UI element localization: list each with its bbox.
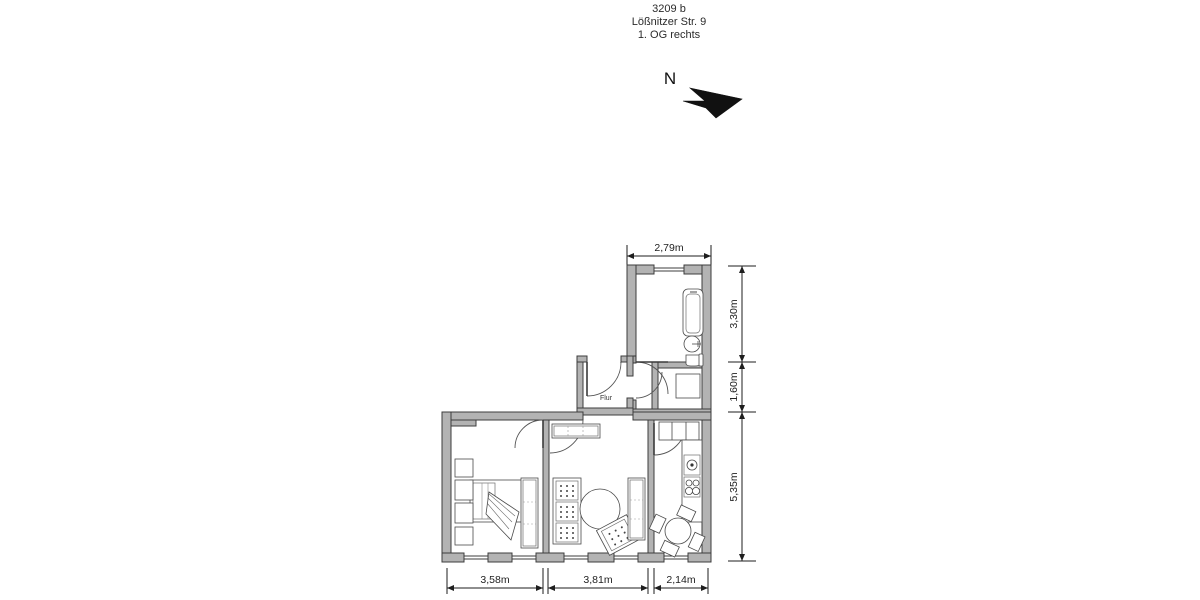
dim-right-535-label: 5,35m bbox=[728, 472, 740, 501]
window-bath-top bbox=[653, 267, 685, 272]
dining-chairs-group bbox=[648, 504, 706, 558]
wall-flur-top-left-jamb bbox=[576, 355, 588, 363]
dim-bottom-358-label: 3,58m bbox=[480, 574, 509, 586]
shelf-right-inner bbox=[629, 479, 644, 539]
nightstand-mid-icon bbox=[454, 479, 474, 501]
washer-box-icon bbox=[675, 373, 701, 399]
header-street: Lößnitzer Str. 9 bbox=[632, 16, 707, 28]
door-arc-flur-north bbox=[586, 361, 622, 397]
sofa-tufting-dots bbox=[560, 485, 574, 539]
bathtub-inner bbox=[685, 293, 701, 334]
chair-top-icon bbox=[676, 504, 697, 523]
dim-right-160-label: 1,60m bbox=[728, 372, 740, 401]
wall-flur-bottom bbox=[576, 407, 634, 416]
nightstand-top-icon bbox=[454, 458, 474, 478]
chair-left-icon bbox=[648, 513, 667, 534]
chair-bottom-icon bbox=[659, 539, 680, 558]
header-plan-id: 3209 b bbox=[652, 3, 686, 15]
wall-flur-right-upper bbox=[626, 355, 634, 377]
room-label-flur: Flur bbox=[600, 395, 613, 402]
window-bottom-3 bbox=[563, 555, 589, 560]
toilet-cistern bbox=[698, 353, 704, 367]
nightstand-low-icon bbox=[454, 502, 474, 524]
dim-bottom-group: 3,58m 3,81m 2,14m bbox=[446, 568, 709, 594]
furniture-living bbox=[551, 423, 646, 556]
wall-bottom-seg-5 bbox=[637, 552, 665, 563]
north-arrow-icon bbox=[682, 87, 743, 119]
furniture-kitchen bbox=[648, 421, 706, 558]
dim-bottom-381-label: 3,81m bbox=[583, 574, 612, 586]
wall-bath-left-upper bbox=[626, 264, 637, 357]
furniture-wc bbox=[675, 373, 701, 399]
dim-right-330-label: 3,30m bbox=[728, 299, 740, 328]
wall-main-top-right bbox=[632, 411, 712, 421]
door-arc-bedroom bbox=[514, 419, 544, 449]
dining-table-round-icon bbox=[664, 517, 692, 545]
dim-top-279-label: 2,79m bbox=[654, 242, 683, 254]
chair-right-icon bbox=[687, 531, 706, 553]
header-block: 3209 b Lößnitzer Str. 9 1. OG rechts bbox=[632, 3, 707, 41]
floor-flur-block bbox=[577, 356, 633, 414]
wall-living-kitchen bbox=[647, 419, 655, 554]
wall-building-left bbox=[441, 411, 452, 563]
dim-top-group: 2,79m bbox=[626, 242, 712, 268]
compass-rose: N bbox=[664, 69, 743, 119]
door-arc-wc bbox=[635, 371, 663, 399]
wall-flur-left bbox=[576, 355, 584, 415]
sideboard-inner bbox=[553, 425, 599, 437]
walls-main-block bbox=[441, 411, 712, 563]
window-bottom-1 bbox=[463, 555, 489, 560]
header-floor: 1. OG rechts bbox=[638, 29, 701, 41]
wall-bedroom-living bbox=[542, 419, 550, 554]
window-bottom-5 bbox=[663, 555, 689, 560]
wall-bottom-seg-3 bbox=[535, 552, 565, 563]
wall-main-top-left-notch bbox=[449, 419, 477, 427]
window-bottom-4 bbox=[613, 555, 639, 560]
nightstand-bottom-icon bbox=[454, 526, 474, 546]
furniture-bedroom bbox=[454, 458, 539, 549]
dim-bottom-214-label: 2,14m bbox=[666, 574, 695, 586]
dim-right-group: 3,30m 1,60m 5,35m bbox=[728, 265, 756, 562]
wardrobe-inner bbox=[522, 479, 537, 547]
wall-bottom-seg-1 bbox=[441, 552, 465, 563]
wall-bottom-seg-2 bbox=[487, 552, 513, 563]
window-bottom-2 bbox=[511, 555, 537, 560]
furniture-bath bbox=[682, 288, 704, 367]
compass-north-label: N bbox=[664, 69, 676, 88]
wall-main-top-left bbox=[441, 411, 584, 421]
armchair-icon bbox=[595, 514, 641, 556]
wall-bottom-seg-6 bbox=[687, 552, 712, 563]
upper-cabinets-icon bbox=[658, 421, 700, 441]
